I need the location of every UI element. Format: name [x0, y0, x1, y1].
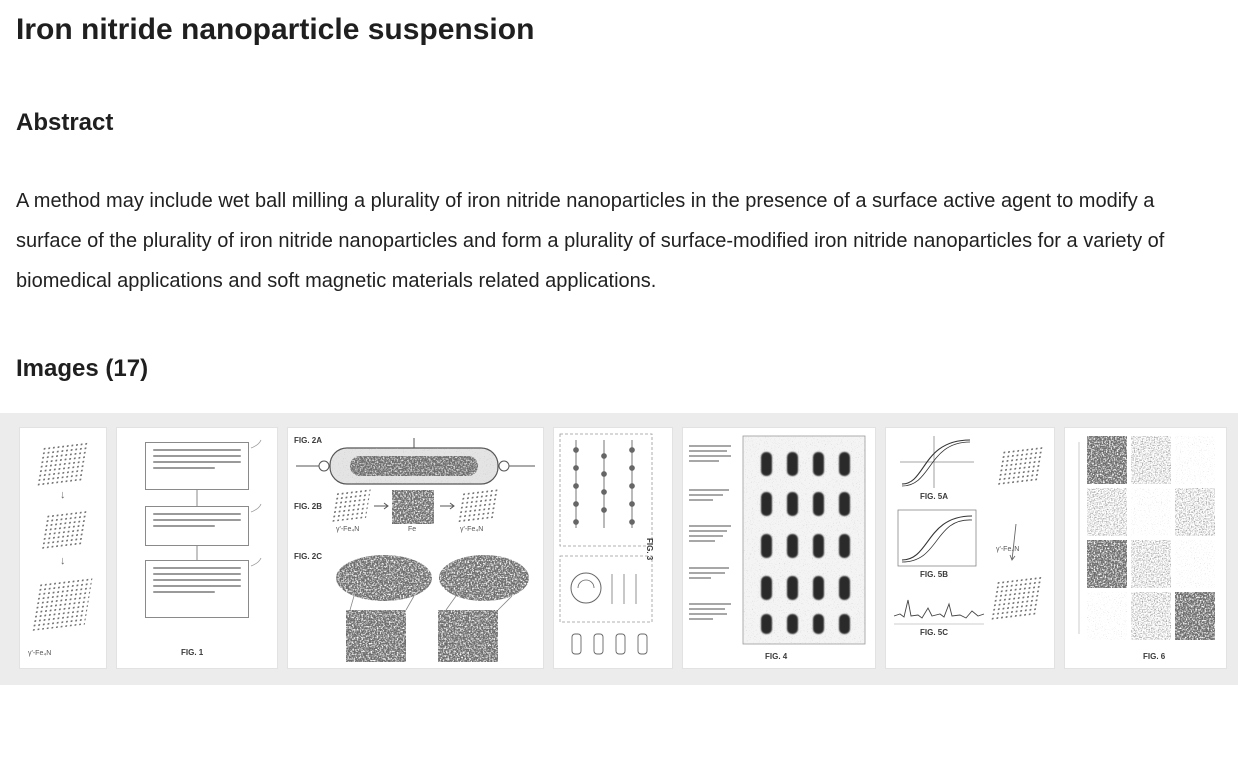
crystal-lattice-graphic — [996, 445, 1044, 487]
magnetometry-graphs — [893, 436, 1017, 625]
figure-caption: γ'-Fe₄N — [28, 650, 52, 657]
crystal-lattice-graphic — [36, 441, 88, 487]
chemical-structure-graphic — [559, 433, 653, 655]
patent-figure-thumbnail-fig2[interactable]: FIG. 2A FIG. 2B FIG. 2C γ'-Fe₄N Fe γ'-Fe… — [288, 428, 543, 668]
flowchart-connectors — [196, 439, 262, 567]
arrow-icon: ↓ — [60, 489, 66, 501]
gel-assay-graphic — [689, 435, 866, 645]
figure-label: FIG. 5B — [920, 570, 949, 579]
patent-figure-thumbnail-fig4[interactable]: FIG. 4 — [683, 428, 875, 668]
abstract-heading: Abstract — [16, 109, 114, 136]
tem-grid-graphic — [1078, 436, 1215, 640]
ball-mill-graphic — [296, 438, 535, 662]
flowchart-box — [145, 442, 249, 490]
figure-label: FIG. 5C — [920, 628, 949, 637]
abstract-text: A method may include wet ball milling a … — [16, 190, 1165, 292]
figure-caption: FIG. 3 — [645, 538, 654, 561]
crystal-lattice-graphic — [31, 577, 93, 631]
crystal-lattice-graphic — [456, 487, 500, 525]
image-strip[interactable]: ↓ ↓ γ'-Fe₄N FIG. 1 — [0, 413, 1238, 685]
material-label: γ'-Fe₄N — [460, 526, 484, 533]
crystal-lattice-graphic — [990, 575, 1044, 621]
material-label: γ'-Fe₄N — [336, 526, 360, 533]
material-label: γ'-Fe₄N — [996, 546, 1020, 553]
images-heading: Images (17) — [16, 355, 149, 382]
patent-figure-thumbnail-fig1[interactable]: FIG. 1 — [117, 428, 277, 668]
figure-caption: FIG. 4 — [765, 652, 788, 661]
patent-figure-thumbnail-crystal[interactable]: ↓ ↓ γ'-Fe₄N — [20, 428, 106, 668]
figure-label: FIG. 5A — [920, 492, 949, 501]
patent-figure-thumbnail-fig6[interactable]: FIG. 6 — [1065, 428, 1226, 668]
figure-caption: FIG. 6 — [1143, 652, 1166, 661]
figure-caption: FIG. 1 — [181, 648, 204, 657]
material-label: Fe — [408, 526, 417, 533]
crystal-lattice-graphic — [331, 488, 371, 522]
patent-figure-thumbnail-fig5[interactable]: FIG. 5A FIG. 5B FIG. 5C γ'-Fe₄N — [886, 428, 1054, 668]
arrow-icon: ↓ — [60, 555, 66, 567]
patent-figure-thumbnail-fig3[interactable]: FIG. 3 — [554, 428, 672, 668]
patent-page: Iron nitride nanoparticle suspension Abs… — [0, 13, 1238, 383]
crystal-lattice-graphic — [40, 509, 88, 551]
figure-label: FIG. 2B — [294, 502, 323, 511]
figure-label: FIG. 2A — [294, 436, 323, 445]
flowchart-box — [145, 560, 249, 618]
figure-label: FIG. 2C — [294, 552, 323, 561]
page-title: Iron nitride nanoparticle suspension — [16, 13, 535, 46]
flowchart-box — [145, 506, 249, 546]
